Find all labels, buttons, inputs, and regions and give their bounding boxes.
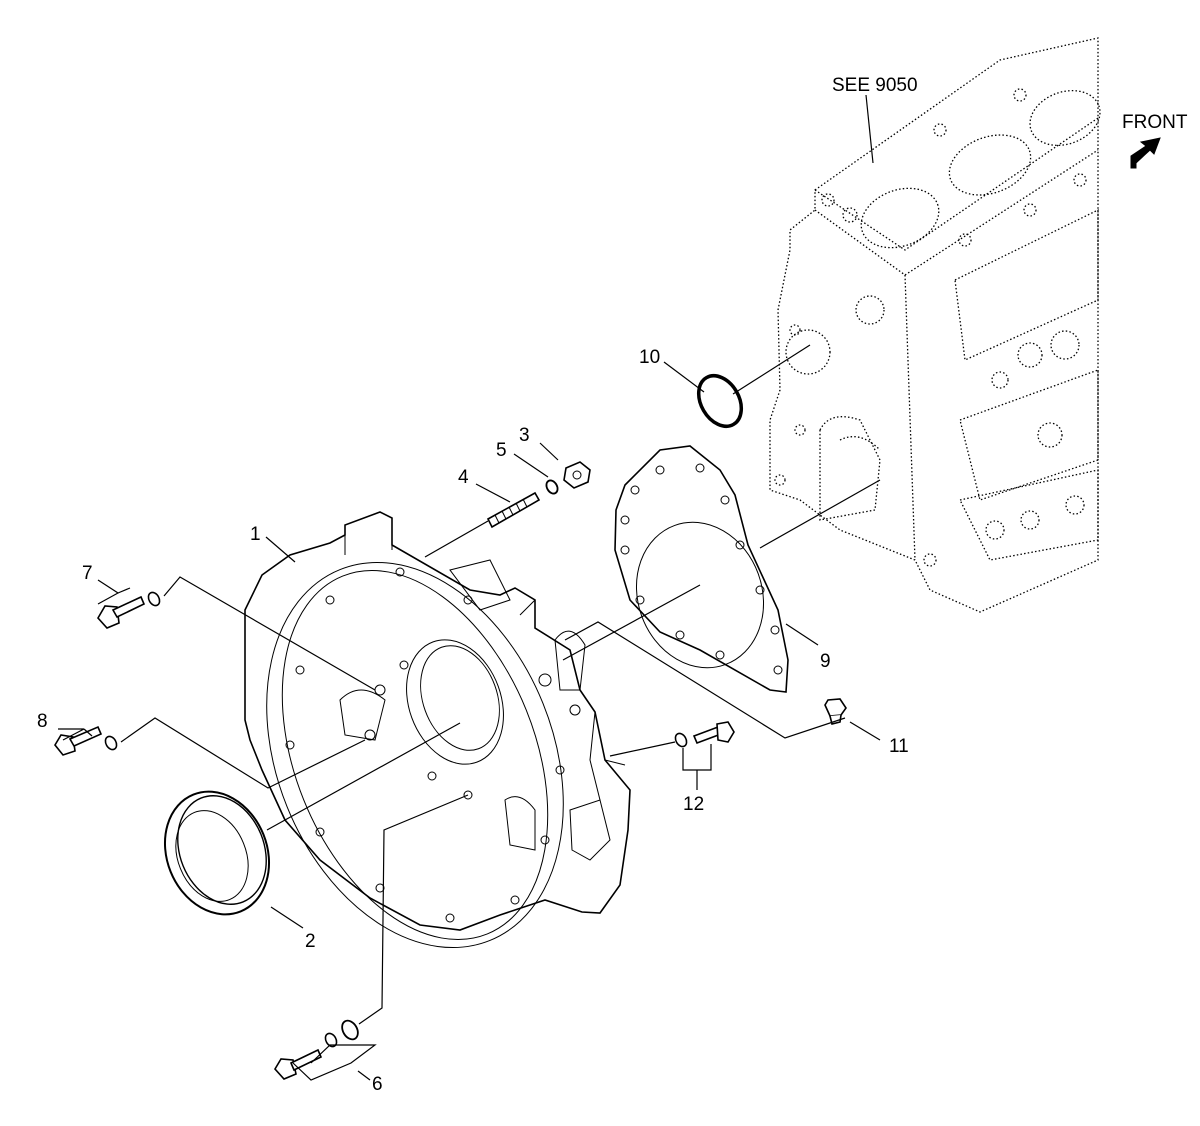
callout-11: 11 — [889, 736, 909, 757]
callout-9: 9 — [820, 651, 831, 672]
bolt-assembly-12 — [674, 721, 735, 748]
callout-4: 4 — [458, 467, 469, 488]
front-label: FRONT — [1122, 112, 1188, 133]
o-ring-part — [696, 374, 744, 428]
callout-6: 6 — [372, 1074, 383, 1095]
flywheel-housing-part — [244, 511, 631, 949]
front-indicator: FRONT — [1122, 112, 1188, 169]
plug-part — [824, 698, 847, 725]
front-arrow-icon — [1130, 137, 1161, 169]
bolt-assembly-6 — [274, 1019, 359, 1080]
callout-10: 10 — [639, 347, 660, 368]
callout-2: 2 — [305, 931, 316, 952]
callout-3: 3 — [519, 425, 530, 446]
callouts: SEE 9050 1 2 3 4 5 6 7 8 9 10 11 12 — [37, 75, 918, 1095]
oil-seal-part — [163, 790, 271, 916]
bolt-assembly-8 — [54, 725, 118, 756]
see-reference-label: SEE 9050 — [832, 75, 918, 96]
leader-lines — [58, 94, 881, 1081]
bolt-assembly-7 — [97, 591, 161, 629]
nut-part — [563, 461, 591, 489]
callout-12: 12 — [683, 794, 704, 815]
gasket-part — [614, 445, 789, 693]
engine-block — [769, 37, 1101, 613]
stud-part — [486, 491, 541, 529]
callout-5: 5 — [496, 440, 507, 461]
callout-8: 8 — [37, 711, 48, 732]
callout-1: 1 — [250, 524, 261, 545]
washer-part-5 — [545, 479, 559, 495]
callout-7: 7 — [82, 563, 93, 584]
